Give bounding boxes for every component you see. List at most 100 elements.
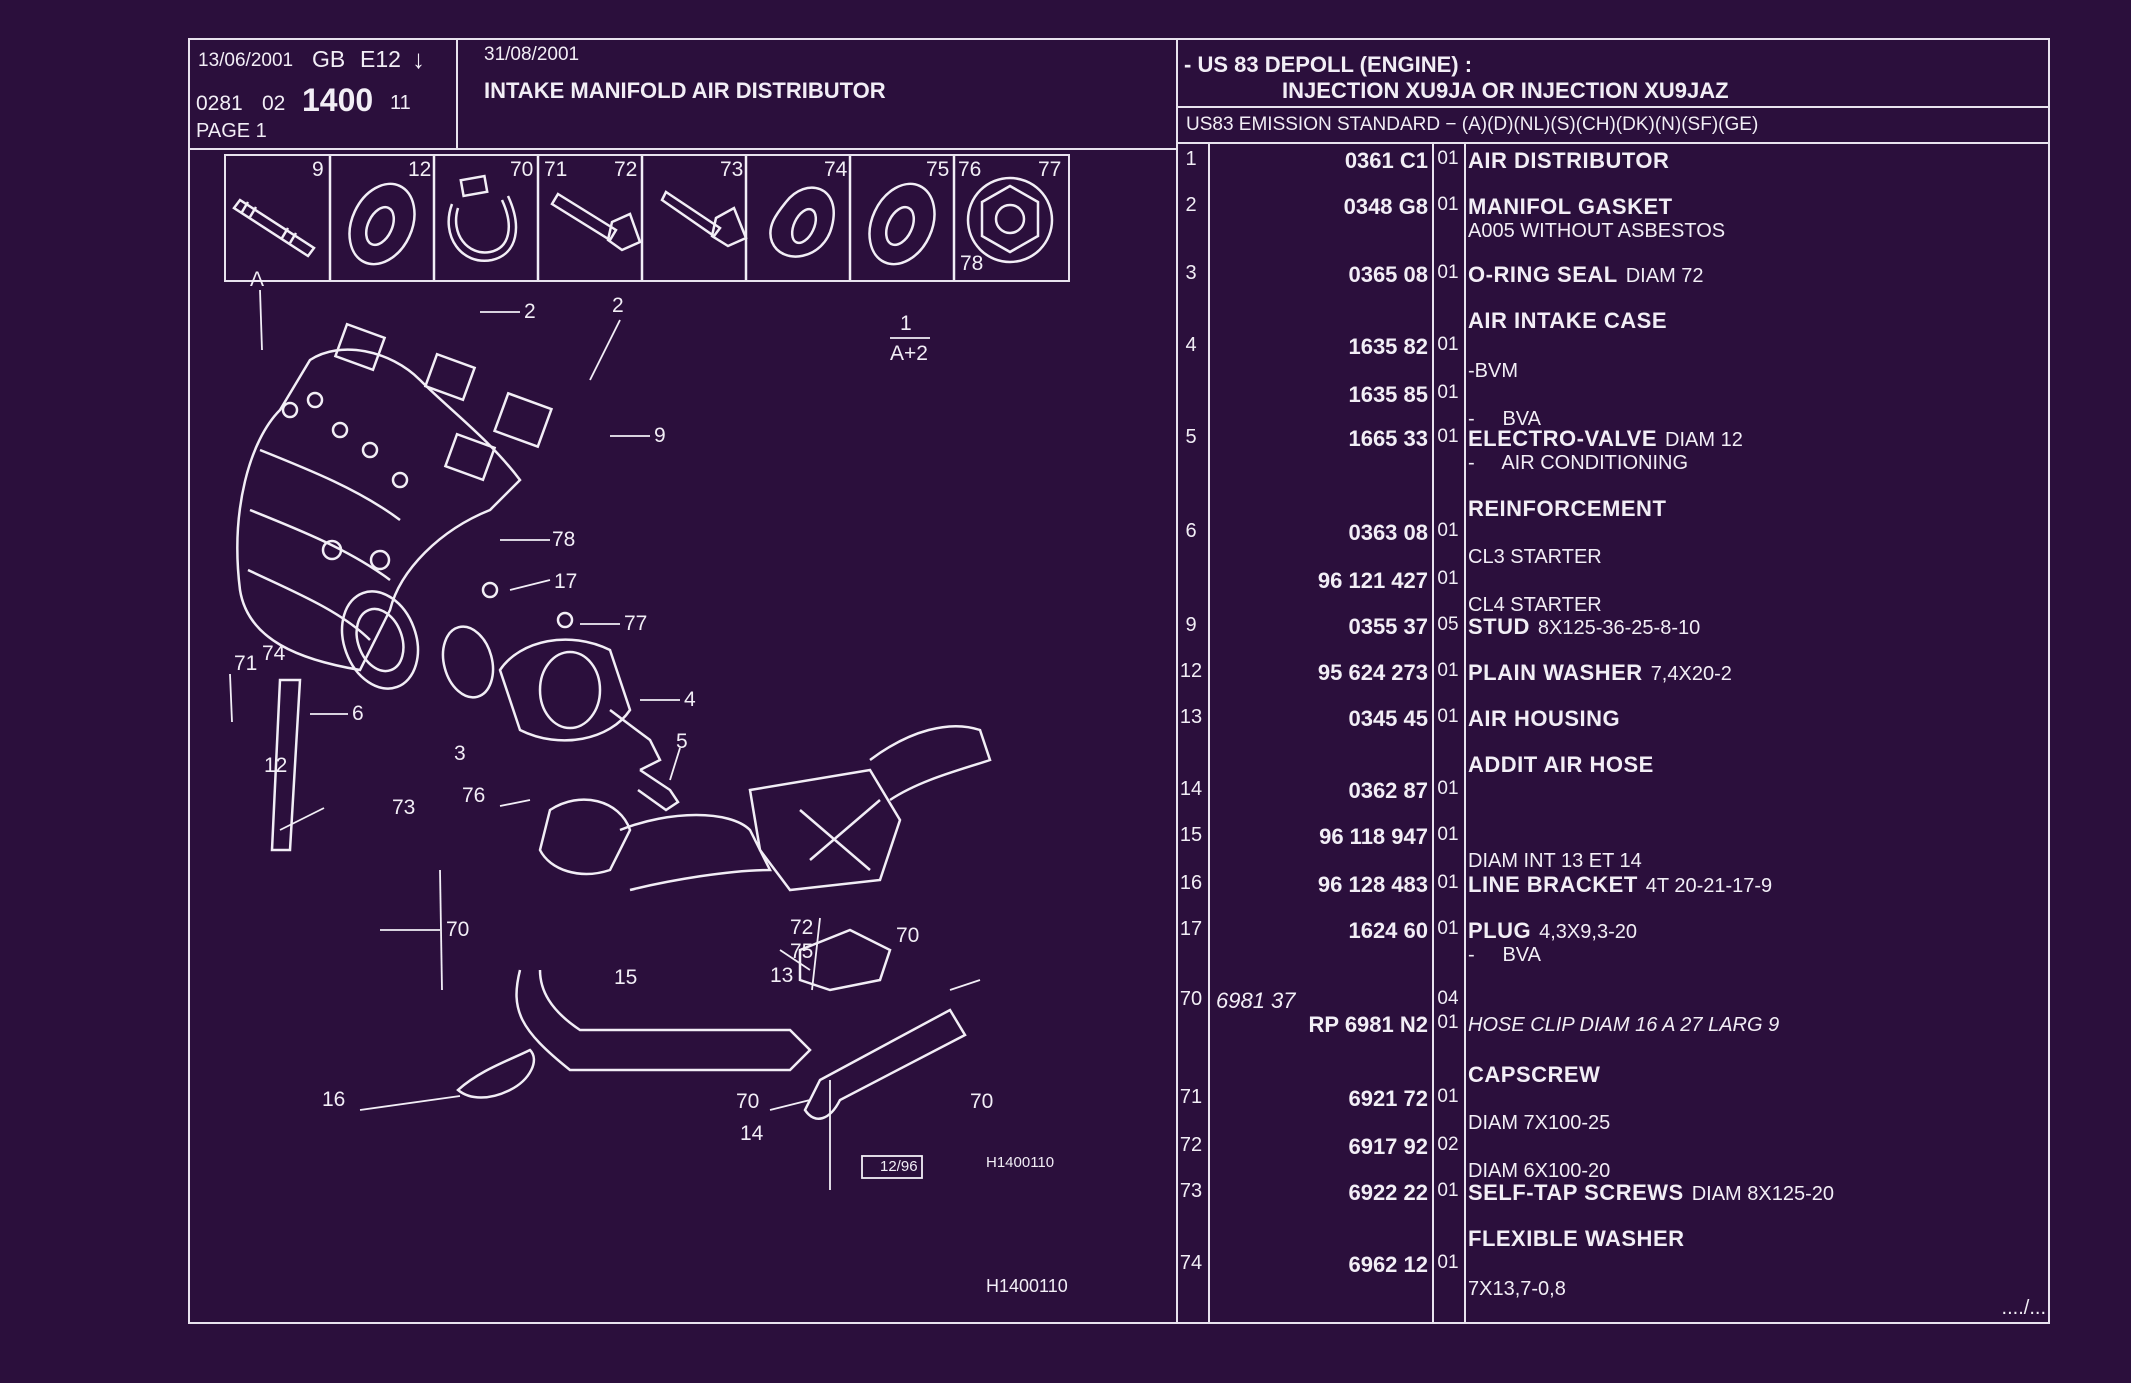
diagram-label: 70 bbox=[896, 924, 920, 947]
diagram-fraction-bottom: A+2 bbox=[890, 342, 928, 365]
header-country: GB bbox=[312, 46, 346, 72]
part-number: 6981 37 bbox=[1216, 988, 1296, 1013]
ref-cell: 12 bbox=[1179, 660, 1203, 682]
diagram-label: 17 bbox=[554, 570, 578, 593]
ref-cell: 72 bbox=[1179, 1134, 1203, 1156]
part-number: RP 6981 N2 bbox=[1308, 1012, 1428, 1037]
part-number: 0361 C1 bbox=[1344, 148, 1428, 173]
part-number: 96 121 427 bbox=[1317, 568, 1428, 593]
part-note: 4,3X9,3-20 bbox=[1539, 921, 1637, 943]
line-bracket-drawing bbox=[456, 1048, 536, 1099]
air-housing-drawing bbox=[798, 928, 892, 992]
continued-marker: ..../... bbox=[2001, 1297, 2046, 1319]
diagram-label: 74 bbox=[262, 642, 286, 665]
description-cell: CL4 STARTER bbox=[1468, 568, 2068, 617]
description-cell: CL3 STARTER bbox=[1468, 520, 2068, 569]
thumb-num: 72 bbox=[614, 158, 638, 181]
part-note: 7,4X20-2 bbox=[1650, 663, 1732, 685]
ref-cell: 17 bbox=[1179, 918, 1203, 940]
part-note: 4T 20-21-17-9 bbox=[1645, 875, 1773, 897]
qty-cell: 01 bbox=[1437, 778, 1459, 799]
part-detail: DIAM 6X100-20 bbox=[1468, 1160, 1611, 1182]
description-cell: SELF-TAP SCREWS DIAM 8X125-20 bbox=[1468, 1180, 2068, 1206]
thumb-num: 76 bbox=[958, 158, 982, 181]
part-name: ADDIT AIR HOSE bbox=[1468, 752, 1654, 777]
part-number: 0355 37 bbox=[1348, 614, 1428, 639]
diagram-label: 2 bbox=[612, 294, 624, 317]
diagram-label: 5 bbox=[676, 730, 688, 753]
description-cell: REINFORCEMENT bbox=[1468, 496, 2068, 522]
thumb-num: 78 bbox=[960, 252, 984, 275]
part-note: DIAM 8X125-20 bbox=[1691, 1183, 1834, 1205]
qty-cell: 01 bbox=[1437, 872, 1459, 893]
part-number: 1624 60 bbox=[1348, 918, 1428, 943]
applicability-line2: INJECTION XU9JA OR INJECTION XU9JAZ bbox=[1282, 78, 1729, 103]
diagram-label: 73 bbox=[392, 796, 416, 819]
part-number: 0348 G8 bbox=[1343, 194, 1428, 219]
part-detail: 7X13,7-0,8 bbox=[1468, 1278, 1566, 1300]
part-detail: -BVM bbox=[1468, 360, 1518, 382]
reinforcement-drawing bbox=[270, 678, 302, 852]
part-name: ELECTRO-VALVE bbox=[1468, 426, 1658, 451]
qty-cell: 01 bbox=[1437, 382, 1459, 403]
air-hose-drawing bbox=[538, 725, 992, 892]
diagram-label: 72 bbox=[790, 916, 814, 939]
header-plate: 1400 bbox=[302, 82, 374, 118]
hose-14-drawing bbox=[803, 1008, 967, 1120]
diagram-label: 4 bbox=[684, 688, 696, 711]
part-number: 0363 08 bbox=[1348, 520, 1428, 545]
ref-cell: 4 bbox=[1185, 334, 1197, 356]
part-name: AIR INTAKE CASE bbox=[1468, 308, 1667, 333]
qty-cell: 01 bbox=[1437, 148, 1459, 169]
part-number: 96 128 483 bbox=[1317, 872, 1428, 897]
part-name: REINFORCEMENT bbox=[1468, 496, 1667, 521]
diagram-ref-bottom: H1400110 bbox=[986, 1276, 1068, 1296]
header-group: 0281 bbox=[196, 92, 243, 115]
parts-sheet: 13/06/2001 GB E12 ↓ 0281 02 1400 11 PAGE… bbox=[188, 38, 2050, 1324]
diagram-label: 78 bbox=[552, 528, 576, 551]
part-number: 6962 12 bbox=[1348, 1252, 1428, 1277]
part-note: 8X125-36-25-8-10 bbox=[1537, 617, 1701, 639]
diagram-label: 9 bbox=[654, 424, 666, 447]
flange-nut-icon bbox=[966, 176, 1054, 264]
hose-clip-icon bbox=[447, 174, 518, 263]
ref-cell: 9 bbox=[1185, 614, 1197, 636]
part-detail: DIAM 7X100-25 bbox=[1468, 1112, 1611, 1134]
ref-cell: 15 bbox=[1179, 824, 1203, 846]
part-detail: - BVA bbox=[1468, 944, 1541, 966]
part-detail: - AIR CONDITIONING bbox=[1468, 452, 1689, 474]
diagram-label: 76 bbox=[462, 784, 486, 807]
qty-cell: 01 bbox=[1437, 426, 1459, 447]
qty-cell: 02 bbox=[1437, 1134, 1459, 1155]
part-name: SELF-TAP SCREWS bbox=[1468, 1180, 1684, 1205]
page-title: INTAKE MANIFOLD AIR DISTRIBUTOR bbox=[484, 78, 886, 103]
part-name: AIR HOUSING bbox=[1468, 706, 1621, 731]
part-name: FLEXIBLE WASHER bbox=[1468, 1226, 1685, 1251]
description-cell bbox=[1468, 778, 2068, 804]
ref-cell: 5 bbox=[1185, 426, 1197, 448]
part-name: STUD bbox=[1468, 614, 1530, 639]
applicability-line1: - US 83 DEPOLL (ENGINE) : bbox=[1184, 52, 1473, 77]
ref-cell: 13 bbox=[1179, 706, 1203, 728]
qty-cell: 01 bbox=[1437, 918, 1459, 939]
description-cell: ADDIT AIR HOSE bbox=[1468, 752, 2068, 778]
diagram-label: 6 bbox=[352, 702, 364, 725]
diagram-label: 70 bbox=[970, 1090, 994, 1113]
header-subgroup: 02 bbox=[262, 92, 286, 115]
ref-cell: 14 bbox=[1179, 778, 1203, 800]
diagram-label: A bbox=[250, 268, 265, 291]
description-cell bbox=[1468, 1012, 2068, 1038]
qty-cell: 04 bbox=[1437, 988, 1459, 1009]
qty-cell: 01 bbox=[1437, 824, 1459, 845]
thumb-num: 74 bbox=[824, 158, 848, 181]
part-number: 6921 72 bbox=[1348, 1086, 1428, 1111]
part-name: MANIFOL GASKET bbox=[1468, 194, 1673, 219]
exploded-diagram: A 2 2 9 78 17 77 4 5 6 71 74 12 3 76 73 … bbox=[190, 268, 1176, 1320]
header-date: 13/06/2001 bbox=[198, 50, 294, 71]
part-name: PLUG bbox=[1468, 918, 1532, 943]
description-cell: -BVM bbox=[1468, 334, 2068, 383]
ref-cell: 73 bbox=[1179, 1180, 1203, 1202]
part-note: DIAM 72 bbox=[1625, 265, 1704, 287]
qty-cell: 01 bbox=[1437, 706, 1459, 727]
